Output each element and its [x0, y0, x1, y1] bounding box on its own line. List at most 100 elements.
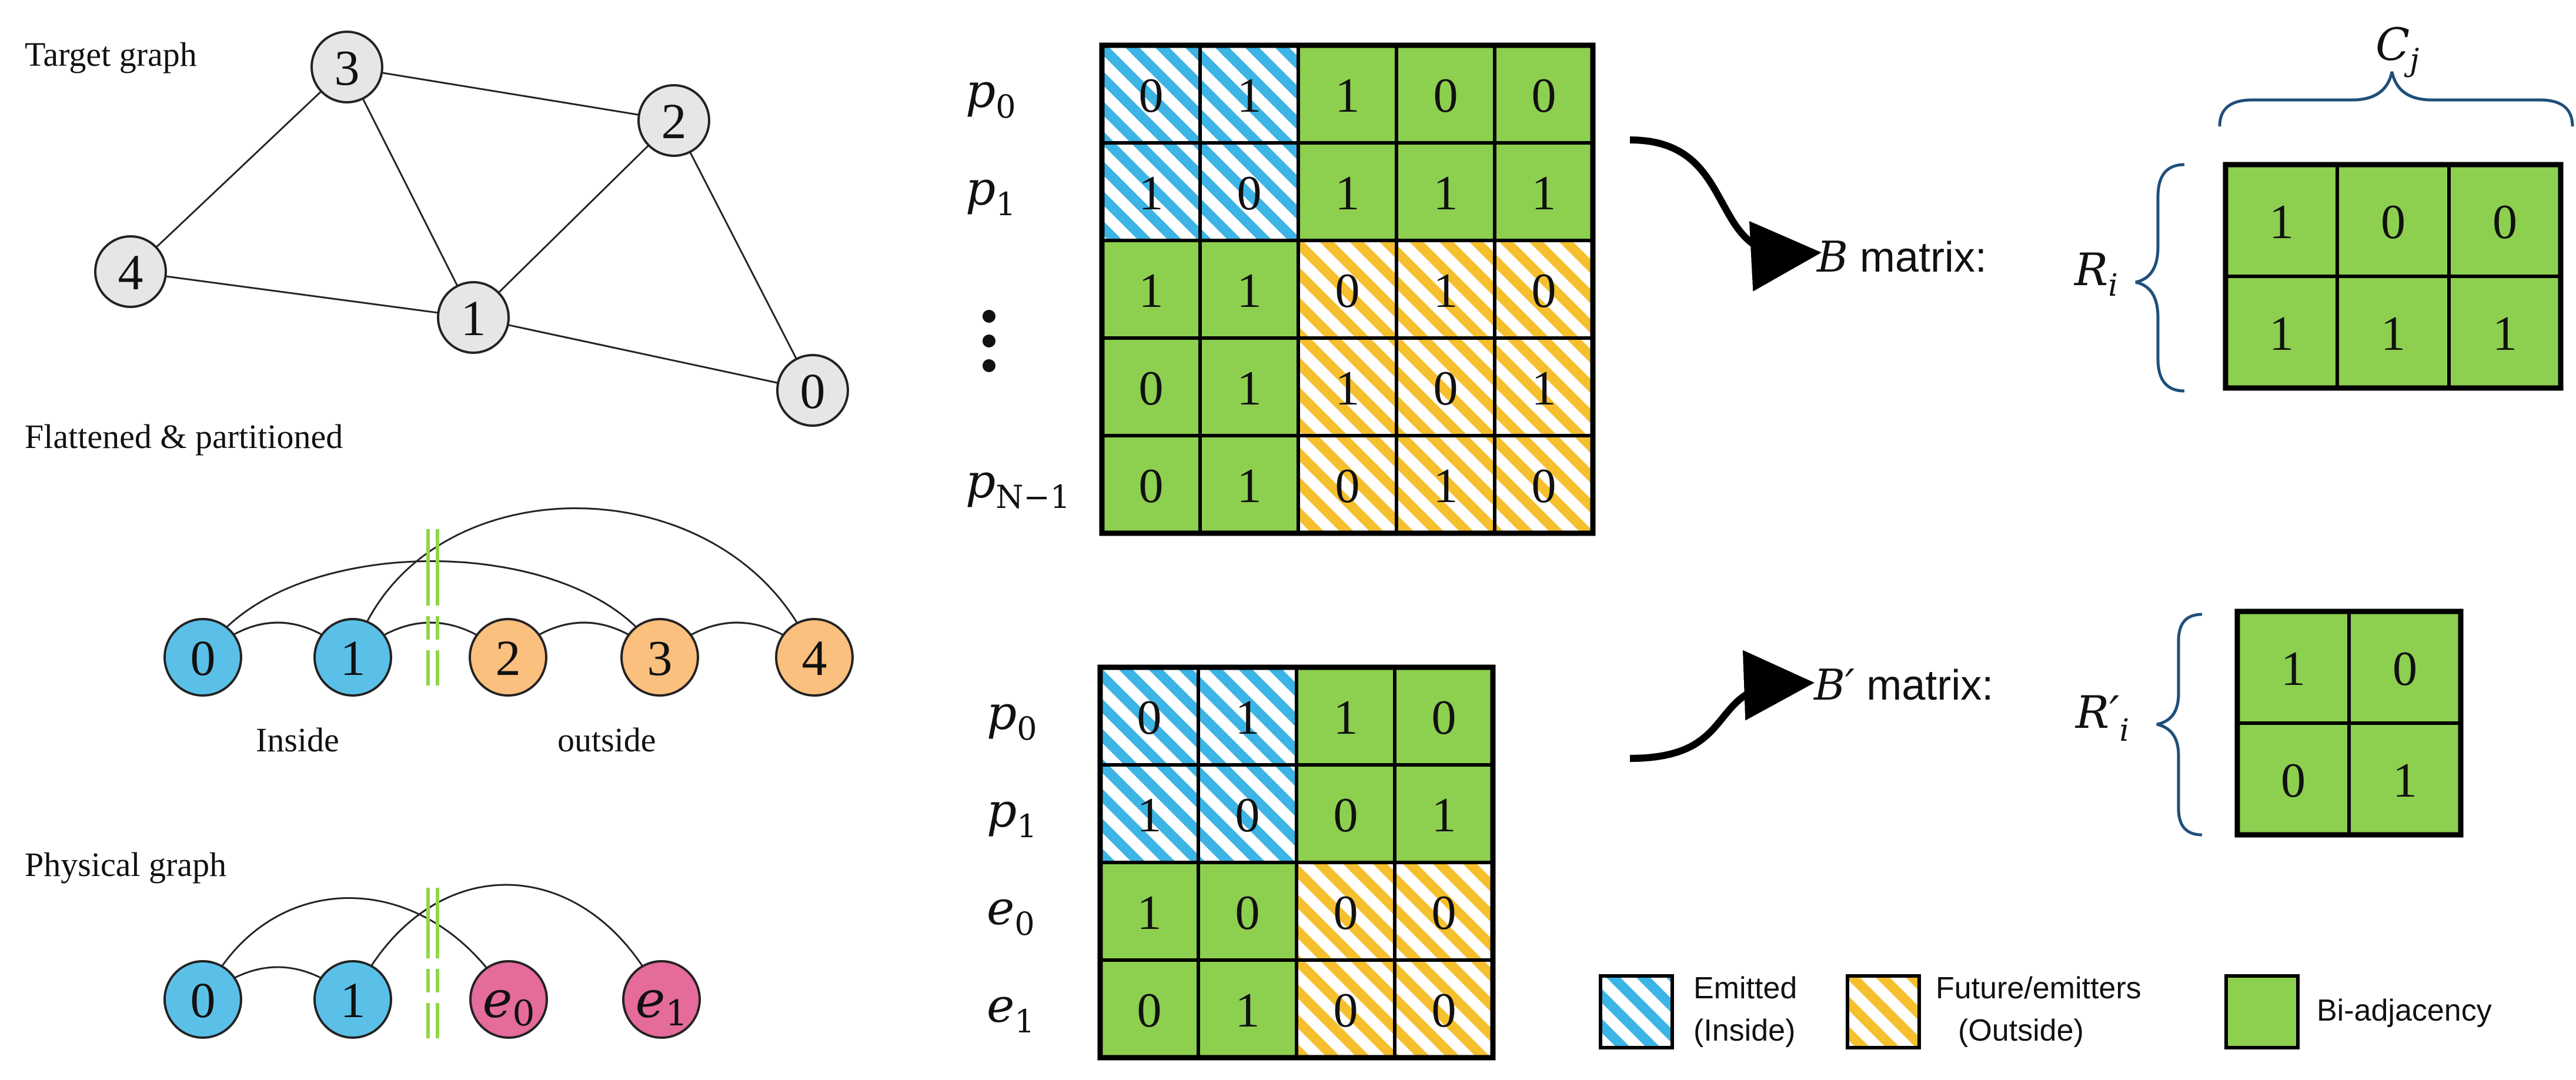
top-matrix-value-4-1: 1 [1237, 459, 1262, 513]
target-node-0-circle [776, 354, 849, 427]
bprime-matrix-value-1-1: 1 [2393, 753, 2417, 808]
phys-node-e1-circle [622, 960, 701, 1039]
phys-node-e1: e1 [622, 960, 701, 1039]
edge-4-1 [130, 270, 474, 319]
phys-node-e0-circle [469, 960, 548, 1039]
flat-node-1-label: 1 [340, 630, 366, 686]
top-matrix-value-1-3: 1 [1434, 166, 1458, 220]
bottom-matrix-value-1-2: 0 [1334, 788, 1358, 842]
top-matrix-row-label-0: p0 [965, 63, 1016, 125]
ri-brace [2135, 163, 2185, 393]
top-matrix-value-0-2: 1 [1335, 68, 1360, 123]
legend: Emitted (Inside) Future/emitters (Outsid… [1599, 971, 2492, 1049]
arc-0-e0 [202, 897, 510, 1000]
bprime-matrix-border [2234, 608, 2464, 838]
b-matrix-value-1-1: 1 [2381, 306, 2405, 361]
edge-3-4 [129, 66, 348, 273]
top-matrix-value-2-0: 1 [1139, 263, 1164, 318]
b-matrix-value-0-0: 1 [2269, 195, 2294, 249]
ri-prime-label: R′i [2074, 686, 2129, 748]
target-graph-title: Target graph [25, 35, 197, 73]
bprime-matrix-label-text: matrix: [1855, 662, 1993, 709]
flat-node-0-label: 0 [191, 630, 216, 686]
flat-node-2-label: 2 [496, 630, 521, 686]
flat-node-0: 0 [163, 618, 242, 697]
flat-node-4-circle [775, 618, 854, 697]
phys-node-0-circle [163, 960, 242, 1039]
bprime-matrix: 1 0 0 1 [2234, 608, 2464, 838]
inside-label: Inside [256, 721, 339, 759]
bprime-matrix-cell-0-1 [2347, 610, 2463, 725]
bottom-matrix-cell-1-0 [1098, 763, 1200, 864]
b-matrix-label: B matrix: [1816, 232, 1987, 282]
target-graph [129, 66, 814, 392]
bottom-matrix-value-2-1: 0 [1235, 885, 1260, 940]
flat-node-4-label: 4 [802, 630, 827, 686]
phys-node-1-label: 1 [340, 972, 366, 1028]
target-node-1: 1 [437, 281, 510, 354]
target-node-4: 4 [94, 235, 167, 308]
edge-2-1 [472, 119, 675, 319]
phys-node-0-label: 0 [191, 972, 216, 1028]
bottom-matrix-row-label-0: p0 [987, 686, 1037, 747]
target-node-1-circle [437, 281, 510, 354]
physical-partition-line [426, 888, 439, 1046]
bottom-matrix-value-3-3: 0 [1432, 983, 1456, 1038]
bottom-matrix-row-label-2: e0 [987, 881, 1035, 942]
bottom-matrix-value-1-3: 1 [1432, 788, 1456, 842]
phys-node-0: 0 [163, 960, 242, 1039]
arc-1-4 [352, 507, 816, 658]
target-node-4-label: 4 [118, 244, 143, 300]
flattened-partition-line [426, 529, 439, 703]
top-matrix-value-2-3: 1 [1434, 263, 1458, 318]
flat-node-4: 4 [775, 618, 854, 697]
legend-emitted-line1: Emitted [1693, 971, 1797, 1005]
bottom-matrix-value-3-0: 0 [1137, 983, 1162, 1038]
bottom-matrix-value-2-0: 1 [1137, 885, 1162, 940]
bottom-matrix-cell-2-3 [1393, 861, 1495, 962]
top-matrix-cell-2-0 [1100, 239, 1202, 340]
top-matrix-value-3-4: 1 [1532, 361, 1556, 416]
bottom-matrix-border [1097, 664, 1496, 1061]
top-matrix-cell-0-0 [1100, 44, 1202, 145]
b-matrix-cell-1-1 [2336, 275, 2451, 390]
target-node-3: 3 [310, 31, 383, 103]
bprime-matrix-value-0-0: 1 [2281, 641, 2306, 696]
top-matrix-cell-3-1 [1198, 336, 1300, 437]
edge-3-2 [346, 66, 674, 122]
bprime-matrix-cell-1-1 [2347, 721, 2463, 837]
top-matrix-row-label-1: p1 [965, 161, 1016, 223]
top-matrix-value-3-1: 1 [1237, 361, 1262, 416]
bprime-matrix-value-1-0: 0 [2281, 753, 2306, 808]
b-matrix-label-text: matrix: [1848, 234, 1987, 281]
top-matrix-value-2-2: 0 [1335, 263, 1360, 318]
bottom-matrix-cell-1-3 [1393, 763, 1495, 864]
bottom-matrix-value-0-3: 0 [1432, 690, 1456, 745]
bprime-matrix-value-0-1: 0 [2393, 641, 2417, 696]
flat-node-0-circle [163, 618, 242, 697]
top-matrix-border [1099, 42, 1596, 536]
b-matrix-value-1-0: 1 [2269, 306, 2294, 361]
top-matrix-cell-2-1 [1198, 239, 1300, 340]
bottom-matrix-value-0-0: 0 [1137, 690, 1162, 745]
edge-2-0 [673, 120, 814, 391]
bottom-matrix-cell-2-1 [1197, 861, 1298, 962]
bottom-matrix-cell-2-2 [1295, 861, 1396, 962]
physical-graph-title: Physical graph [25, 845, 226, 884]
top-matrix-value-3-0: 0 [1139, 361, 1164, 416]
bottom-matrix-value-1-0: 1 [1137, 788, 1162, 842]
physical-arcs [202, 884, 663, 1001]
bottom-matrix-value-0-1: 1 [1235, 690, 1260, 745]
top-matrix-cell-4-3 [1395, 434, 1496, 535]
top-matrix-vdots [983, 310, 995, 372]
target-node-2: 2 [637, 84, 710, 157]
top-matrix-value-1-0: 1 [1139, 166, 1164, 220]
top-matrix-value-4-4: 0 [1532, 459, 1556, 513]
target-node-1-label: 1 [461, 290, 486, 346]
outside-label: outside [557, 721, 656, 759]
